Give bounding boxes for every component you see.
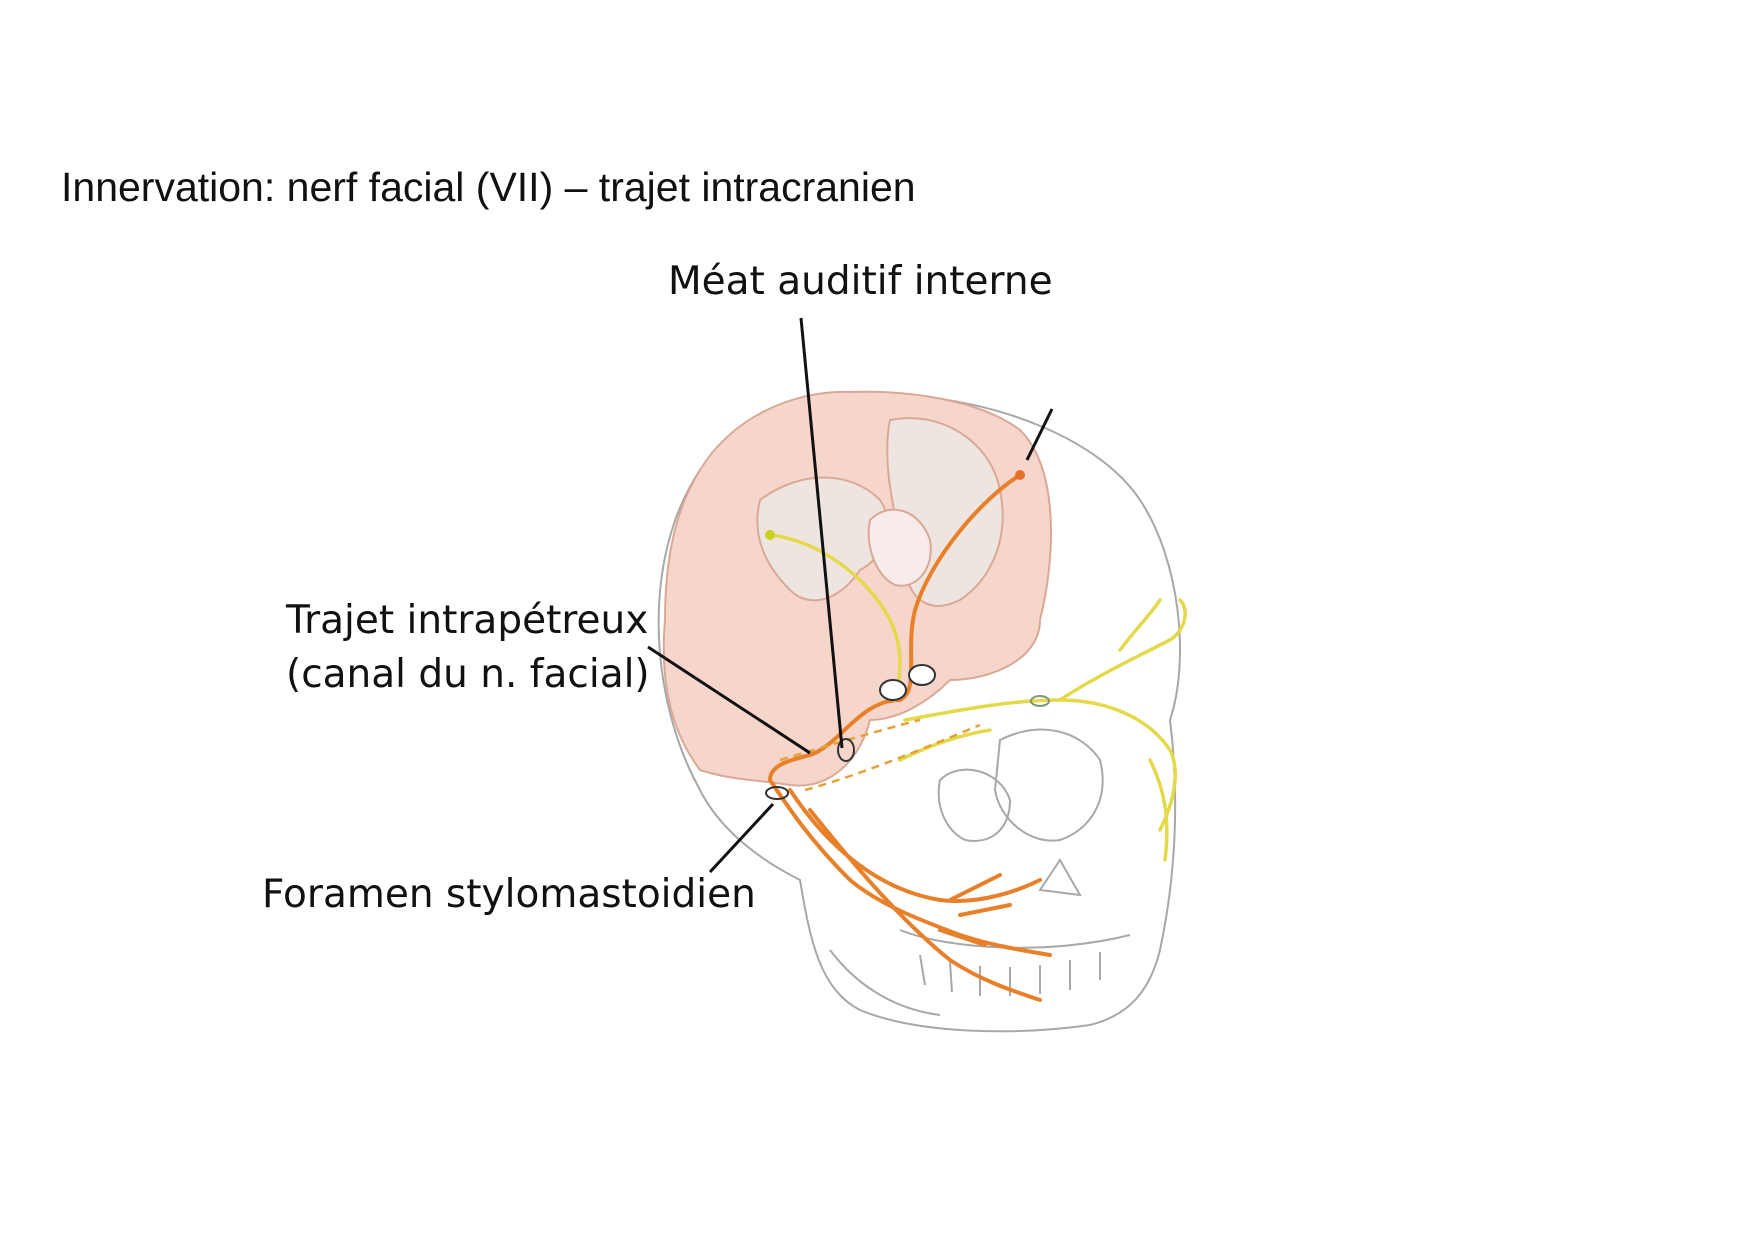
brain bbox=[662, 390, 1052, 787]
leader-lines bbox=[647, 317, 1054, 874]
label-meat-auditif: Méat auditif interne bbox=[668, 259, 1053, 304]
small-ring-face bbox=[1030, 695, 1050, 707]
leader-meat bbox=[799, 317, 844, 749]
facial-nerve-sensory bbox=[768, 533, 1187, 862]
leader-foramen bbox=[708, 802, 775, 874]
leader-top-right bbox=[1025, 408, 1054, 461]
meatus-ring-1 bbox=[879, 679, 907, 701]
nucleus-motor-dot bbox=[1015, 470, 1025, 480]
label-trajet-line2: (canal du n. facial) bbox=[286, 652, 650, 697]
nerve-dashed-overlay bbox=[779, 718, 981, 792]
skull-outline bbox=[657, 393, 1181, 1033]
label-foramen: Foramen stylomastoidien bbox=[262, 872, 756, 917]
foramen-ring bbox=[765, 786, 789, 800]
leader-trajet bbox=[647, 645, 811, 755]
facial-nerve-motor bbox=[768, 473, 1052, 1002]
nucleus-sensory-dot bbox=[765, 530, 775, 540]
meatus-ring-2 bbox=[908, 664, 936, 686]
label-trajet-line1: Trajet intrapétreux bbox=[286, 598, 649, 643]
meat-auditif-ring bbox=[837, 738, 855, 762]
page-title: Innervation: nerf facial (VII) – trajet … bbox=[61, 164, 916, 210]
